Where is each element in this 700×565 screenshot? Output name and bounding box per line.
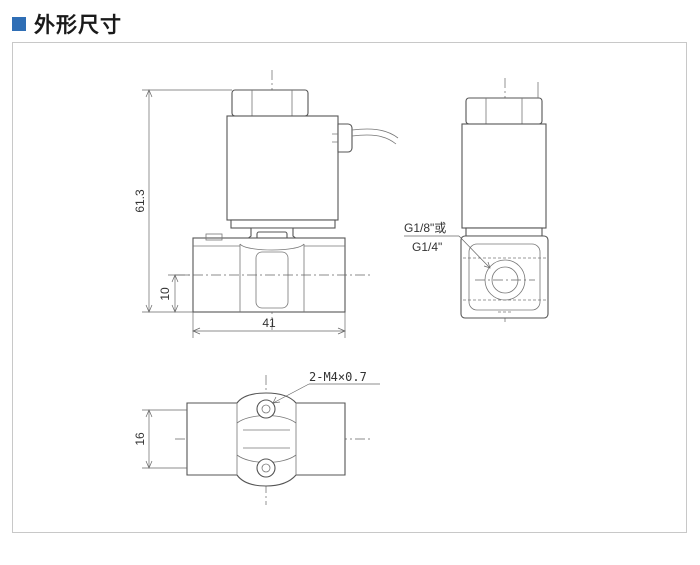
width-dimension-label: 41 <box>262 316 276 330</box>
bottom-width-dimension-label: 16 <box>133 432 147 446</box>
bottom-view: 2-M4×0.7 16 <box>133 370 380 505</box>
section-marker-icon <box>12 17 26 31</box>
port-size-label-1: G1/8"或 <box>404 221 446 235</box>
section-header: 外形尺寸 <box>12 10 122 38</box>
front-view: 61.3 10 41 <box>133 70 399 338</box>
port-height-dimension-label: 10 <box>158 287 172 301</box>
drawing-frame <box>12 42 687 533</box>
height-dimension-label: 61.3 <box>133 189 147 213</box>
section-title: 外形尺寸 <box>34 13 122 37</box>
side-view: G1/8"或 G1/4" <box>404 78 549 325</box>
port-size-label-2: G1/4" <box>412 240 442 254</box>
screw-spec-label: 2-M4×0.7 <box>309 370 367 384</box>
